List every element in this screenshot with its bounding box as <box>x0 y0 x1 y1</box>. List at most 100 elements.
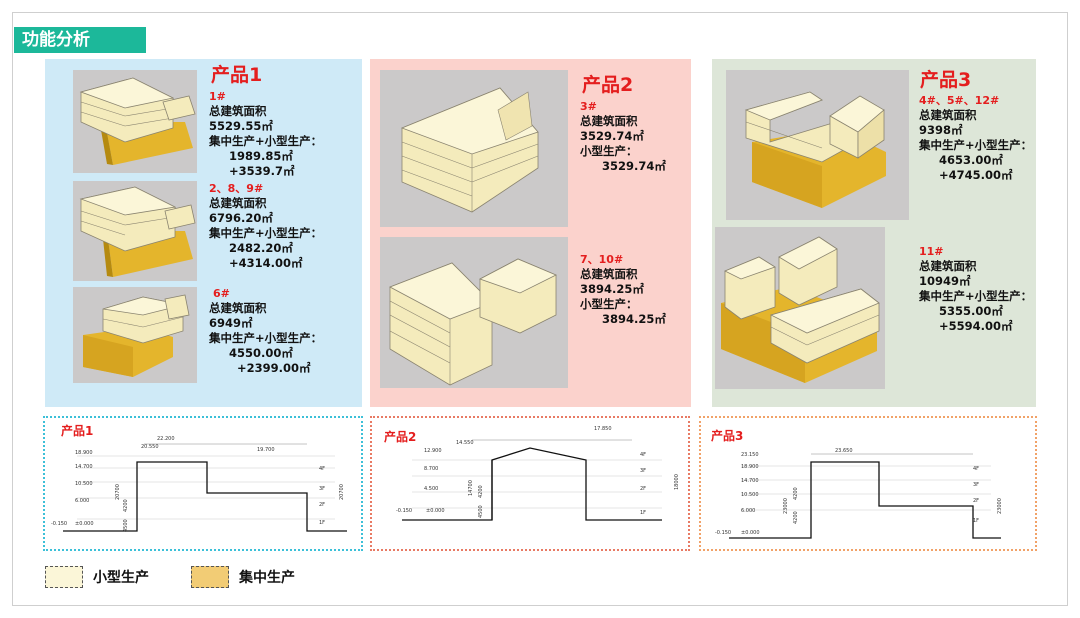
model-image-6 <box>726 70 909 220</box>
height-dim: 20700 <box>339 484 345 500</box>
usage-label: 集中生产+小型生产： <box>209 331 323 345</box>
area-value: 6949㎡ <box>209 316 253 330</box>
building-label: 7、10# <box>580 253 624 266</box>
model-image-5 <box>380 237 568 388</box>
floor-label: 2F <box>640 486 646 492</box>
section-title: 产品3 <box>711 429 744 443</box>
legend-central-production: 集中生产 <box>191 566 295 588</box>
level-label: -0.150 <box>715 530 731 536</box>
level-label: 14.700 <box>75 464 93 470</box>
product-1-title: 产品1 <box>211 64 263 86</box>
top-dim: 22.200 <box>157 436 175 442</box>
top-dim: 23.150 <box>741 452 759 458</box>
usage-value: +4314.00㎡ <box>229 256 303 270</box>
product-3-title: 产品3 <box>920 69 972 91</box>
area-label: 总建筑面积 <box>209 196 267 210</box>
level-label: 12.900 <box>424 448 442 454</box>
height-dim: 4200 <box>793 487 799 500</box>
area-value: 6796.20㎡ <box>209 211 273 225</box>
area-value: 5529.55㎡ <box>209 119 273 133</box>
product-2-title: 产品2 <box>582 74 634 96</box>
floor-label: 1F <box>640 510 646 516</box>
area-label: 总建筑面积 <box>919 259 977 273</box>
product-3-block-2-info: 11# 总建筑面积 10949㎡ 集中生产+小型生产： 5355.00㎡ +55… <box>919 244 1032 334</box>
building-label: 4#、5#、12# <box>919 94 1000 107</box>
floor-label: 1F <box>973 518 979 524</box>
height-dim: 4500 <box>123 519 129 532</box>
floor-label: 3F <box>319 486 325 492</box>
height-dim: 4500 <box>478 505 484 518</box>
model-image-1 <box>73 70 197 173</box>
usage-value: 3894.25㎡ <box>602 312 666 326</box>
building-label: 6# <box>213 287 230 300</box>
level-label: 4.500 <box>424 486 438 492</box>
section-title: 产品1 <box>61 424 94 438</box>
usage-value: +5594.00㎡ <box>939 319 1013 333</box>
area-label: 总建筑面积 <box>919 108 977 122</box>
height-dim: 18000 <box>674 474 680 490</box>
area-label: 总建筑面积 <box>580 114 638 128</box>
usage-value: +2399.00㎡ <box>237 361 311 375</box>
product-3-panel: 产品3 4#、5#、12# 总建筑面积 9398㎡ 集中生产+小型生产： 465… <box>712 59 1036 407</box>
page-frame <box>12 12 1068 606</box>
height-dim: 23000 <box>997 498 1003 514</box>
usage-value: 5355.00㎡ <box>939 304 1003 318</box>
usage-value: +3539.7㎡ <box>229 164 295 178</box>
model-image-4 <box>380 70 568 227</box>
legend-small-production: 小型生产 <box>45 566 149 588</box>
model-image-3 <box>73 287 197 383</box>
building-label: 2、8、9# <box>209 182 264 195</box>
model-image-7 <box>715 227 885 389</box>
product-2-block-2-info: 7、10# 总建筑面积 3894.25㎡ 小型生产： 3894.25㎡ <box>580 252 666 327</box>
section-drawing-3: 23.150 23.650 18.900 14.700 10.500 6.000… <box>699 416 1037 551</box>
top-dim: 17.850 <box>594 426 612 432</box>
height-dim: 23000 <box>783 498 789 514</box>
area-value: 3894.25㎡ <box>580 282 644 296</box>
section-drawing-1: 20.550 22.200 19.700 18.900 14.700 10.50… <box>43 416 363 551</box>
level-label: 8.700 <box>424 466 438 472</box>
legend-label: 小型生产 <box>93 570 149 586</box>
level-label: 6.000 <box>75 498 89 504</box>
area-label: 总建筑面积 <box>209 104 267 118</box>
height-dim: 4200 <box>478 485 484 498</box>
floor-label: 3F <box>640 468 646 474</box>
floor-label: 4F <box>973 466 979 472</box>
section-title: 产品2 <box>384 430 417 444</box>
area-value: 10949㎡ <box>919 274 971 288</box>
top-dim: 19.700 <box>257 447 275 453</box>
product-1-block-3-info: 6# 总建筑面积 6949㎡ 集中生产+小型生产： 4550.00㎡ +2399… <box>209 286 322 376</box>
area-label: 总建筑面积 <box>209 301 267 315</box>
product-1-panel: 产品1 1# 总建筑面积 5529.55㎡ 集中生产+小型生产： 1989.85… <box>45 59 362 407</box>
area-label: 总建筑面积 <box>580 267 638 281</box>
top-dim: 14.550 <box>456 440 474 446</box>
product-2-panel: 产品2 3# 总建筑面积 3529.74㎡ 小型生产： 3529.74㎡ 7、1… <box>370 59 691 407</box>
usage-label: 集中生产+小型生产： <box>209 226 323 240</box>
legend-swatch <box>45 566 83 588</box>
legend-label: 集中生产 <box>239 570 295 586</box>
usage-value: +4745.00㎡ <box>939 168 1013 182</box>
building-label: 11# <box>919 245 944 258</box>
level-label: 10.500 <box>75 481 93 487</box>
floor-label: 1F <box>319 520 325 526</box>
floor-label: 2F <box>973 498 979 504</box>
usage-label: 集中生产+小型生产： <box>209 134 323 148</box>
product-1-block-2-info: 2、8、9# 总建筑面积 6796.20㎡ 集中生产+小型生产： 2482.20… <box>209 181 322 271</box>
usage-value: 1989.85㎡ <box>229 149 293 163</box>
level-label: ±0.000 <box>75 521 94 527</box>
usage-value: 4550.00㎡ <box>229 346 293 360</box>
model-image-2 <box>73 181 197 281</box>
floor-label: 2F <box>319 502 325 508</box>
usage-value: 4653.00㎡ <box>939 153 1003 167</box>
level-label: 10.500 <box>741 492 759 498</box>
product-3-block-1-info: 4#、5#、12# 总建筑面积 9398㎡ 集中生产+小型生产： 4653.00… <box>919 93 1032 183</box>
level-label: 6.000 <box>741 508 755 514</box>
legend-swatch <box>191 566 229 588</box>
floor-label: 4F <box>640 452 646 458</box>
level-label: 14.700 <box>741 478 759 484</box>
building-label: 1# <box>209 90 226 103</box>
product-1-block-1-info: 1# 总建筑面积 5529.55㎡ 集中生产+小型生产： 1989.85㎡ +3… <box>209 89 322 179</box>
height-dim: 4200 <box>123 499 129 512</box>
usage-value: 2482.20㎡ <box>229 241 293 255</box>
floor-label: 4F <box>319 466 325 472</box>
area-value: 9398㎡ <box>919 123 963 137</box>
